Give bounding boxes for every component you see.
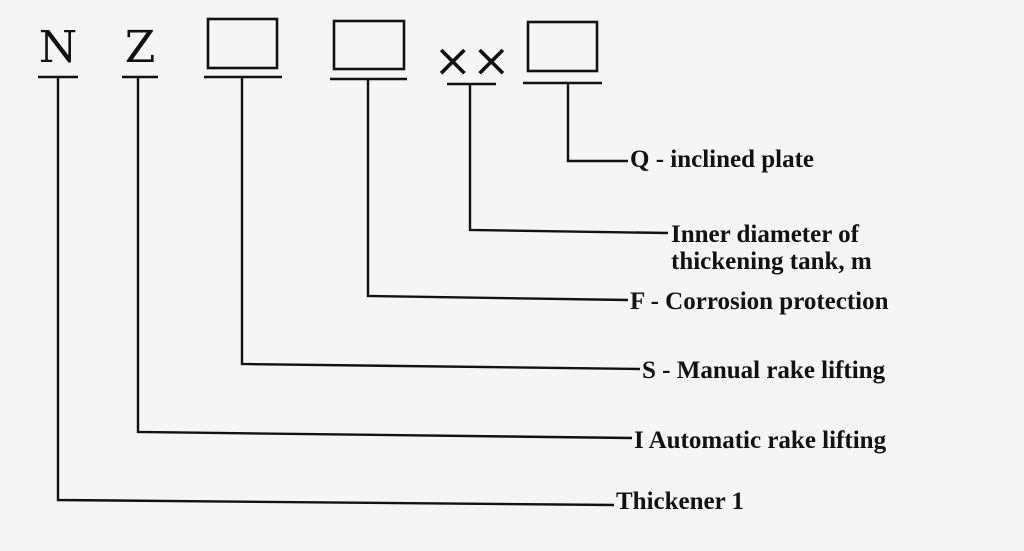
code-letter-n: N	[39, 22, 78, 73]
code-placeholder-xx: ××	[433, 33, 510, 87]
leader-automatic-rake	[136, 77, 633, 440]
code-letter-z: Z	[125, 22, 156, 73]
label-corrosion: F - Corrosion protection	[630, 288, 889, 315]
leader-corrosion	[366, 79, 629, 302]
label-inclined-plate: Q - inclined plate	[630, 146, 814, 173]
leader-manual-rake	[240, 77, 641, 371]
label-thickener: Thickener 1	[616, 488, 744, 515]
code-box-corrosion	[332, 19, 406, 71]
label-automatic-rake: I Automatic rake lifting	[634, 427, 887, 454]
code-box-inclined-plate	[526, 20, 599, 73]
code-box-rake-lifting	[206, 17, 279, 70]
label-diameter-line1: Inner diameter of	[671, 221, 860, 248]
label-manual-rake: S - Manual rake lifting	[642, 357, 886, 384]
leader-diameter	[468, 84, 669, 235]
leader-thickener	[56, 77, 615, 507]
label-diameter-line2: thickening tank, m	[671, 248, 872, 275]
leader-inclined-plate	[566, 83, 628, 163]
